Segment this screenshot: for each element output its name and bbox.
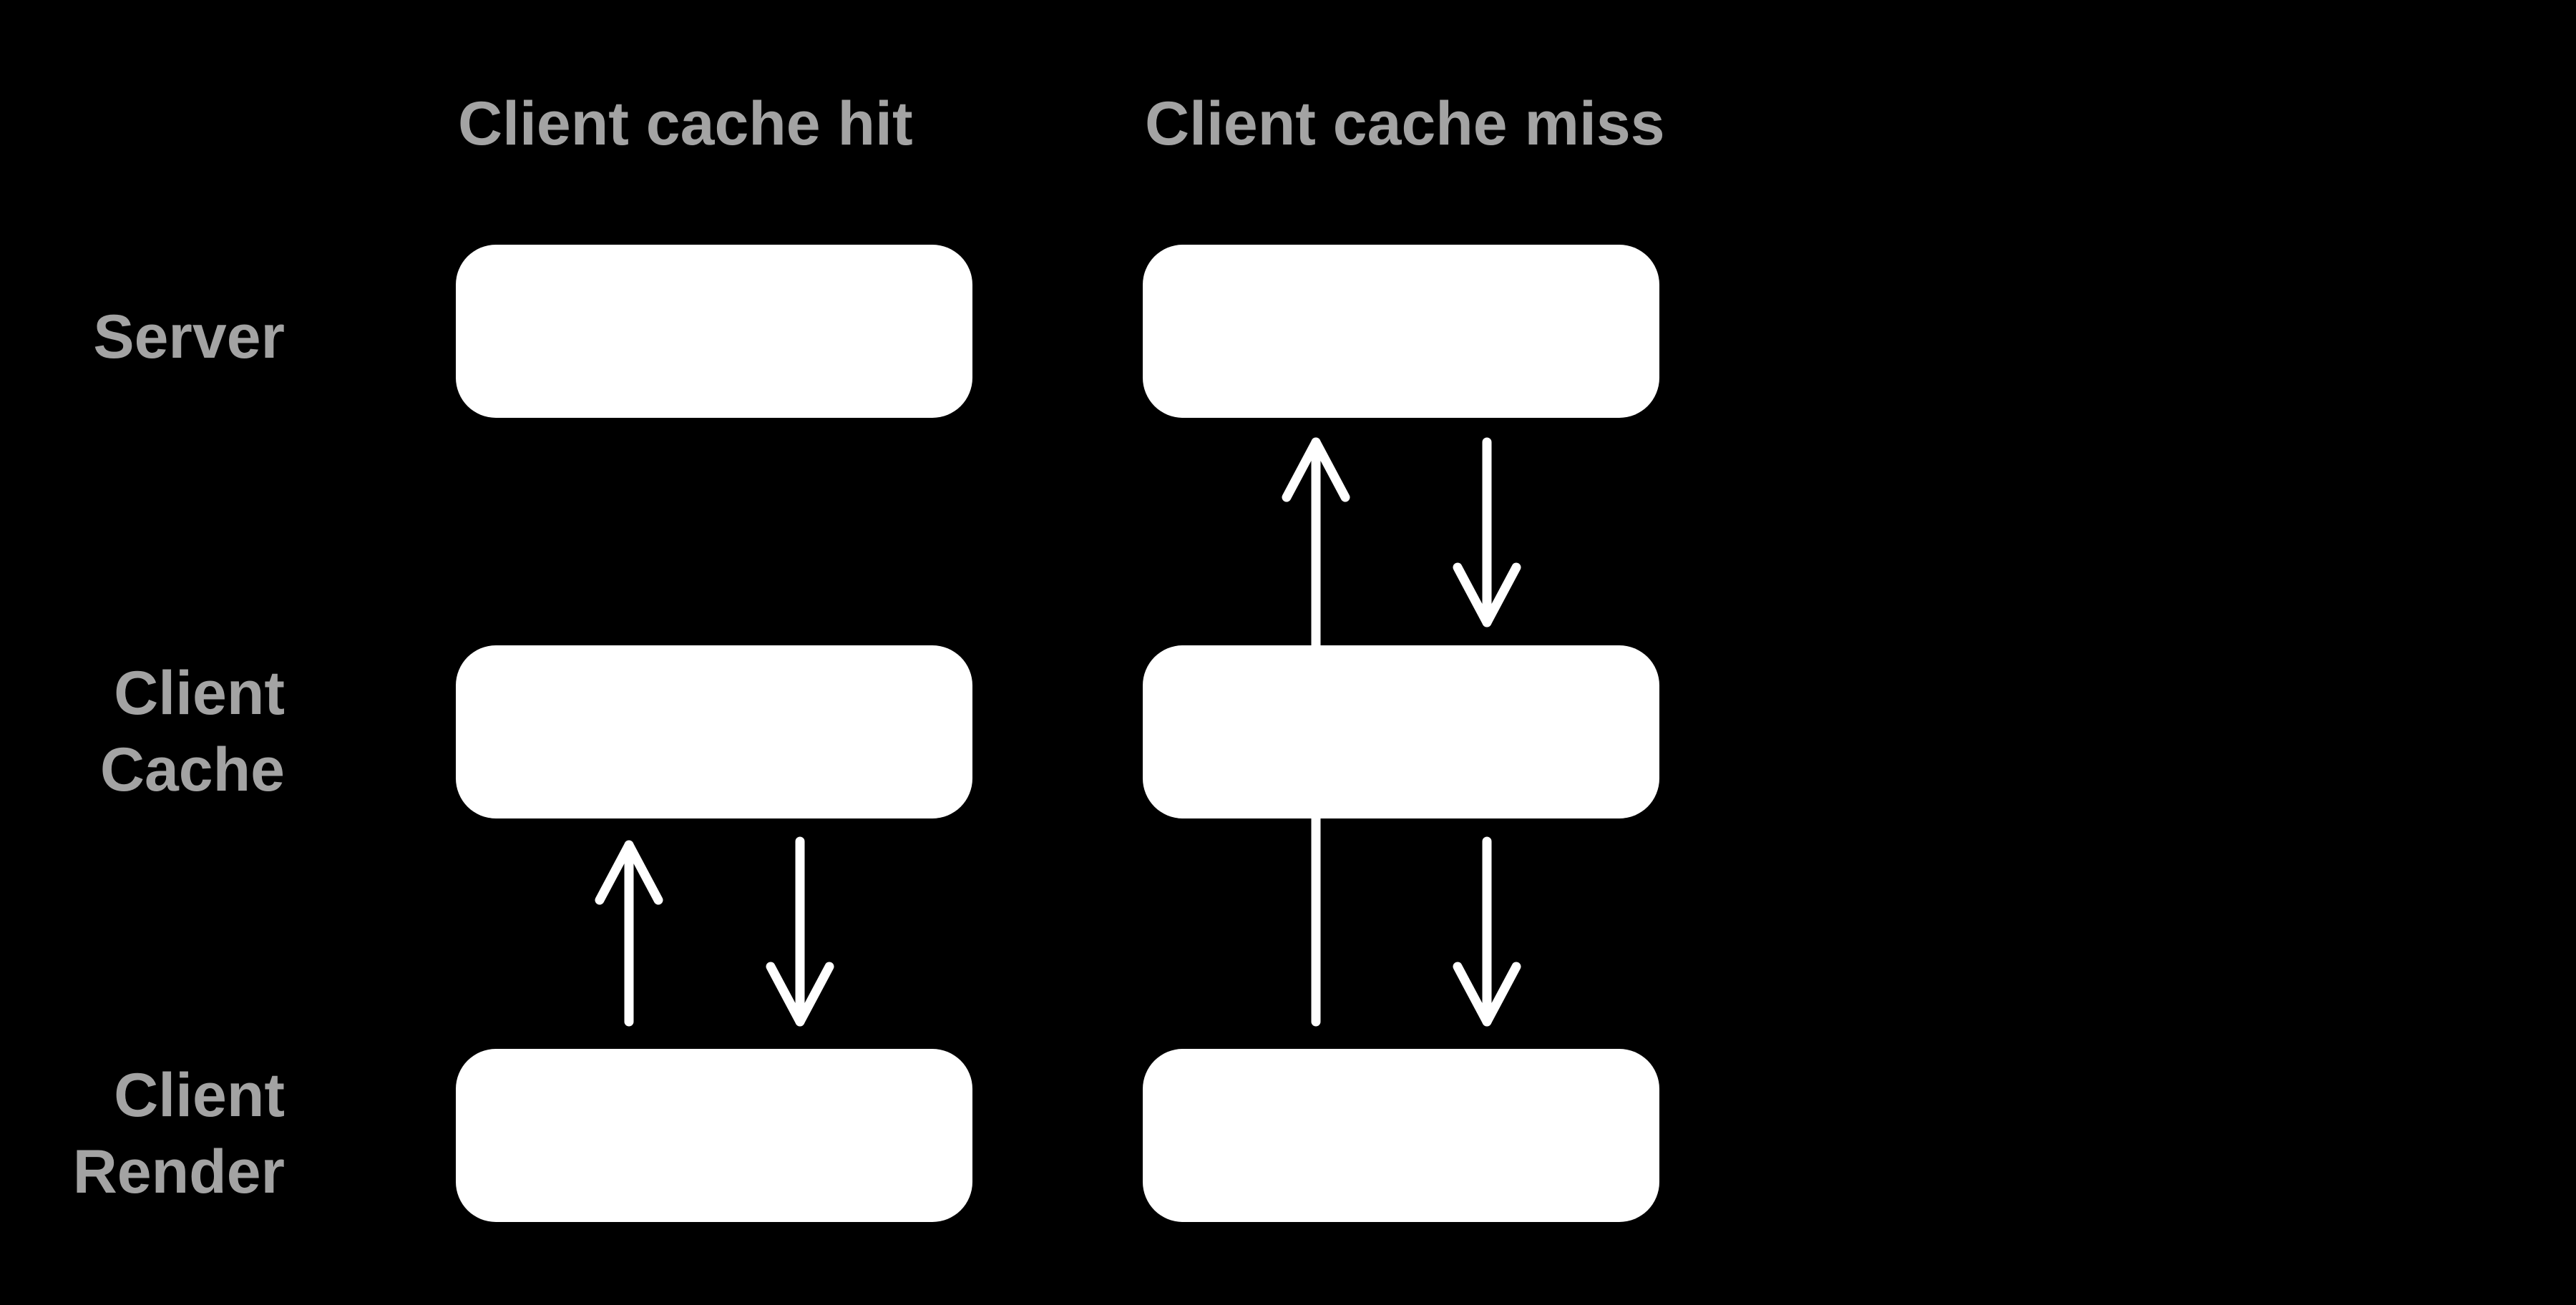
column-header-client-cache-miss: Client cache miss (1145, 89, 1665, 158)
column-header-client-cache-hit: Client cache hit (458, 89, 913, 158)
arrow-up-head (595, 840, 663, 905)
server-box-miss (1143, 245, 1659, 418)
row-label-client-render: Client Render (0, 1057, 285, 1211)
client-render-box-hit (456, 1049, 972, 1222)
arrow-down-cache-to-render-hit (766, 836, 834, 1027)
row-label-client-cache-line1: Client (114, 659, 285, 728)
arrow-down-head (766, 962, 834, 1027)
row-label-client-cache-line2: Cache (99, 735, 285, 804)
arrow-up-head (1282, 437, 1350, 502)
row-label-client-render-line1: Client (114, 1061, 285, 1130)
row-label-client-render-line2: Render (72, 1138, 285, 1206)
row-label-server-text: Server (93, 303, 285, 371)
boxes-group (456, 245, 1659, 1222)
client-render-box-miss (1143, 1049, 1659, 1222)
arrow-up-render-to-cache-hit (595, 840, 663, 1027)
arrow-down-cache-to-render-miss (1453, 836, 1521, 1027)
arrow-down-head (1453, 962, 1521, 1027)
arrow-down-head (1453, 562, 1521, 627)
client-cache-box-hit (456, 645, 972, 818)
row-label-client-cache: Client Cache (0, 655, 285, 808)
client-cache-box-miss (1143, 645, 1659, 818)
server-box-hit (456, 245, 972, 418)
row-label-server: Server (0, 299, 285, 376)
arrow-down-server-to-cache-miss (1453, 437, 1521, 627)
